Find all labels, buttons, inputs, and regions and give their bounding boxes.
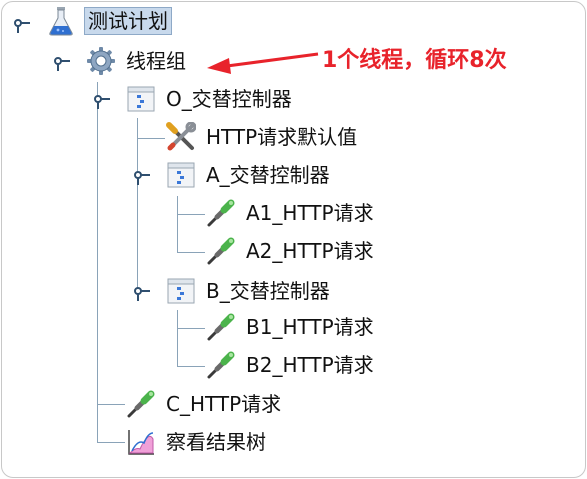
tree-node-label: A2_HTTP请求: [246, 239, 374, 263]
tree-node-a1-request[interactable]: A1_HTTP请求: [204, 196, 376, 230]
tree-line: [97, 82, 98, 442]
tree-node-label: B1_HTTP请求: [246, 315, 374, 339]
graph-icon: [124, 425, 158, 459]
tree-node-label: 线程组: [126, 49, 186, 73]
wrench-screwdriver-icon: [164, 120, 198, 154]
tree-node-label: HTTP请求默认值: [206, 125, 358, 149]
pipette-icon: [204, 234, 238, 268]
tree-node-c-request[interactable]: C_HTTP请求: [124, 387, 283, 421]
tree-node-label: A_交替控制器: [206, 163, 330, 187]
tree-line: [97, 442, 125, 443]
pipette-icon: [204, 196, 238, 230]
gear-icon: [84, 44, 118, 78]
annotation-arrow: [207, 52, 319, 74]
pipette-icon: [204, 310, 238, 344]
annotation-text: 1个线程，循环8次: [322, 48, 507, 73]
a-controller-expand-handle[interactable]: [134, 169, 150, 185]
tree-node-a-controller[interactable]: A_交替控制器: [164, 158, 332, 192]
controller-icon: [164, 158, 198, 192]
tree-node-result-tree[interactable]: 察看结果树: [124, 425, 268, 459]
tree-line: [177, 366, 205, 367]
tree-node-thread-group[interactable]: 线程组: [84, 44, 188, 78]
tree-line: [177, 252, 205, 253]
tree-node-o-controller[interactable]: O_交替控制器: [124, 82, 294, 116]
tree-line: [137, 138, 165, 139]
tree-line: [137, 118, 138, 294]
tree-line: [177, 196, 178, 252]
flask-icon: [44, 4, 78, 38]
tree-line: [177, 214, 205, 215]
root-expand-handle[interactable]: [14, 17, 30, 33]
tree-node-label: 测试计划: [84, 7, 172, 35]
tree-line: [97, 404, 125, 405]
tree-node-label: O_交替控制器: [166, 87, 292, 111]
controller-icon: [124, 82, 158, 116]
tree-line: [177, 310, 178, 366]
tree-node-b-controller[interactable]: B_交替控制器: [164, 274, 332, 308]
tree-node-label: A1_HTTP请求: [246, 201, 374, 225]
tree-node-b2-request[interactable]: B2_HTTP请求: [204, 348, 376, 382]
thread-group-expand-handle[interactable]: [54, 55, 70, 71]
tree-node-label: B2_HTTP请求: [246, 353, 374, 377]
tree-node-b1-request[interactable]: B1_HTTP请求: [204, 310, 376, 344]
tree-node-label: 察看结果树: [166, 430, 266, 454]
o-controller-expand-handle[interactable]: [94, 93, 110, 109]
tree-node-http-defaults[interactable]: HTTP请求默认值: [164, 120, 359, 154]
tree-node-test-plan[interactable]: 测试计划: [44, 4, 172, 38]
controller-icon: [164, 274, 198, 308]
tree-node-a2-request[interactable]: A2_HTTP请求: [204, 234, 376, 268]
tree-node-label: B_交替控制器: [206, 279, 330, 303]
pipette-icon: [204, 348, 238, 382]
tree-node-label: C_HTTP请求: [166, 392, 282, 416]
tree-line: [177, 328, 205, 329]
b-controller-expand-handle[interactable]: [134, 285, 150, 301]
pipette-icon: [124, 387, 158, 421]
